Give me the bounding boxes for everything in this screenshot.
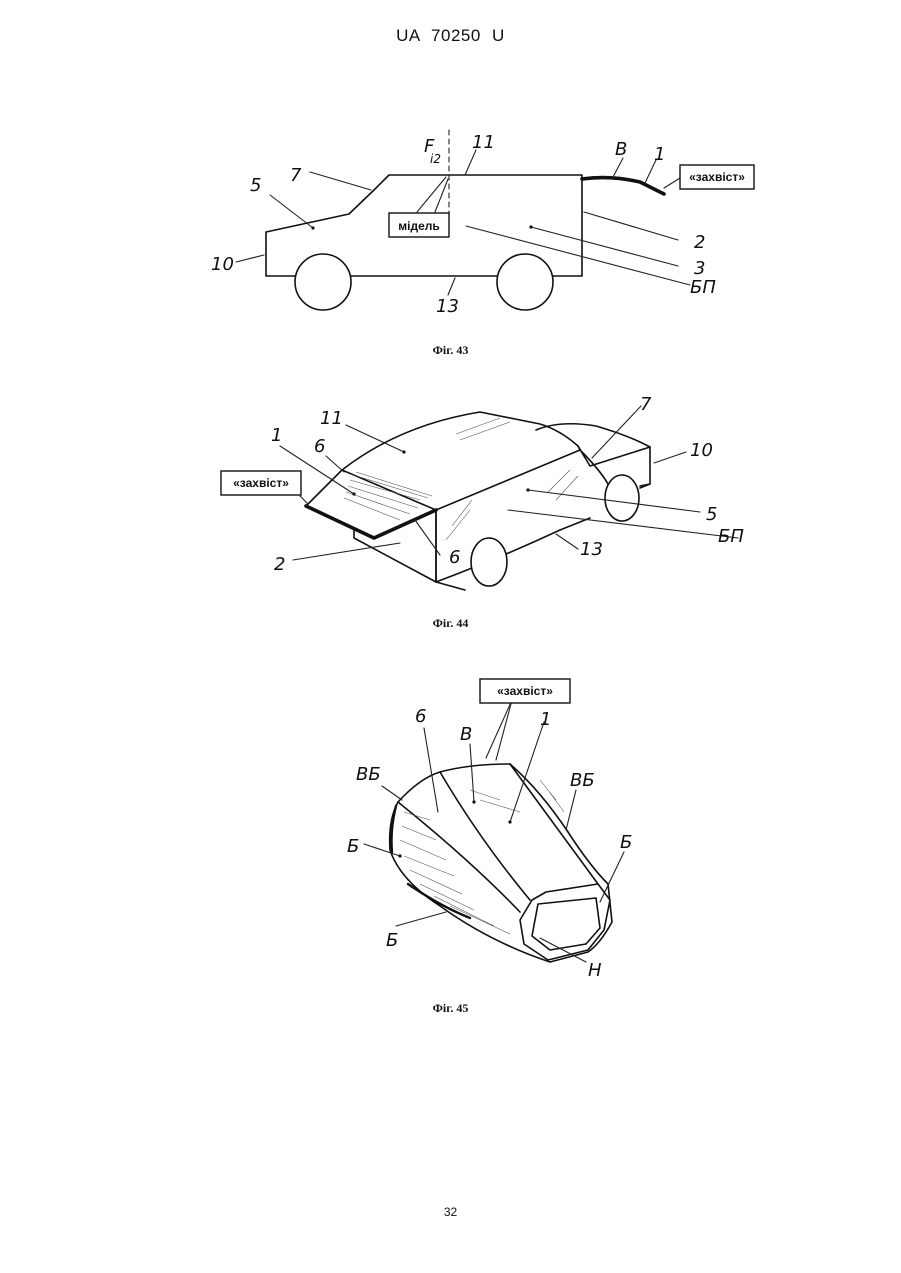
- label-midel: мідель: [398, 219, 440, 233]
- front-wheel: [295, 254, 351, 310]
- label-10: 10: [690, 440, 713, 461]
- label-11: 11: [472, 132, 495, 153]
- label-H: Н: [588, 960, 602, 981]
- figure-45: «захвіст» 6 В 1 ВБ ВБ Б Б Б Н: [0, 670, 901, 990]
- figure-44-caption: Фіг. 44: [0, 616, 901, 631]
- label-VB-left: ВБ: [356, 764, 381, 785]
- tail-box: [342, 470, 436, 582]
- label-B-left: Б: [347, 836, 359, 857]
- label-6-top: 6: [314, 436, 325, 457]
- rear-wheel: [497, 254, 553, 310]
- figure-45-caption: Фіг. 45: [0, 1001, 901, 1016]
- label-zakhvist: «захвіст»: [497, 684, 553, 698]
- figure-43: «захвіст» мідель F i2 11 В 1 7 5 2 3 БП …: [0, 0, 901, 340]
- label-7: 7: [290, 165, 302, 186]
- page-number: 32: [0, 1205, 901, 1219]
- label-1: 1: [271, 425, 282, 446]
- label-zakhvist: «захвіст»: [689, 170, 745, 184]
- label-2: 2: [694, 232, 705, 253]
- label-5: 5: [706, 504, 717, 525]
- tail-fairing-B: [582, 178, 664, 194]
- label-B-bottom: Б: [386, 930, 398, 951]
- label-F-sub: i2: [430, 152, 441, 166]
- tail-opening: [520, 884, 610, 960]
- label-11: 11: [320, 408, 343, 429]
- label-1: 1: [654, 144, 665, 165]
- label-6-bottom: 6: [449, 547, 460, 568]
- label-BP: БП: [718, 526, 744, 547]
- label-1: 1: [540, 709, 551, 730]
- label-13: 13: [436, 296, 459, 317]
- front-wheel: [605, 475, 639, 521]
- figure-44: «захвіст» 1 11 6 7 10 5 БП 13 6 2: [0, 380, 901, 640]
- label-VB-right: ВБ: [570, 770, 595, 791]
- label-10: 10: [211, 254, 234, 275]
- figure-43-caption: Фіг. 43: [0, 343, 901, 358]
- label-6: 6: [415, 706, 426, 727]
- rear-wheel: [471, 538, 507, 586]
- label-zakhvist: «захвіст»: [233, 476, 289, 490]
- label-B-right: Б: [620, 832, 632, 853]
- label-B: В: [615, 139, 627, 160]
- label-5: 5: [250, 175, 261, 196]
- label-2: 2: [274, 554, 285, 575]
- label-B: В: [460, 724, 472, 745]
- label-3: 3: [694, 258, 705, 279]
- label-7: 7: [640, 394, 652, 415]
- hood: [536, 424, 650, 486]
- label-13: 13: [580, 539, 603, 560]
- label-BP: БП: [690, 277, 716, 298]
